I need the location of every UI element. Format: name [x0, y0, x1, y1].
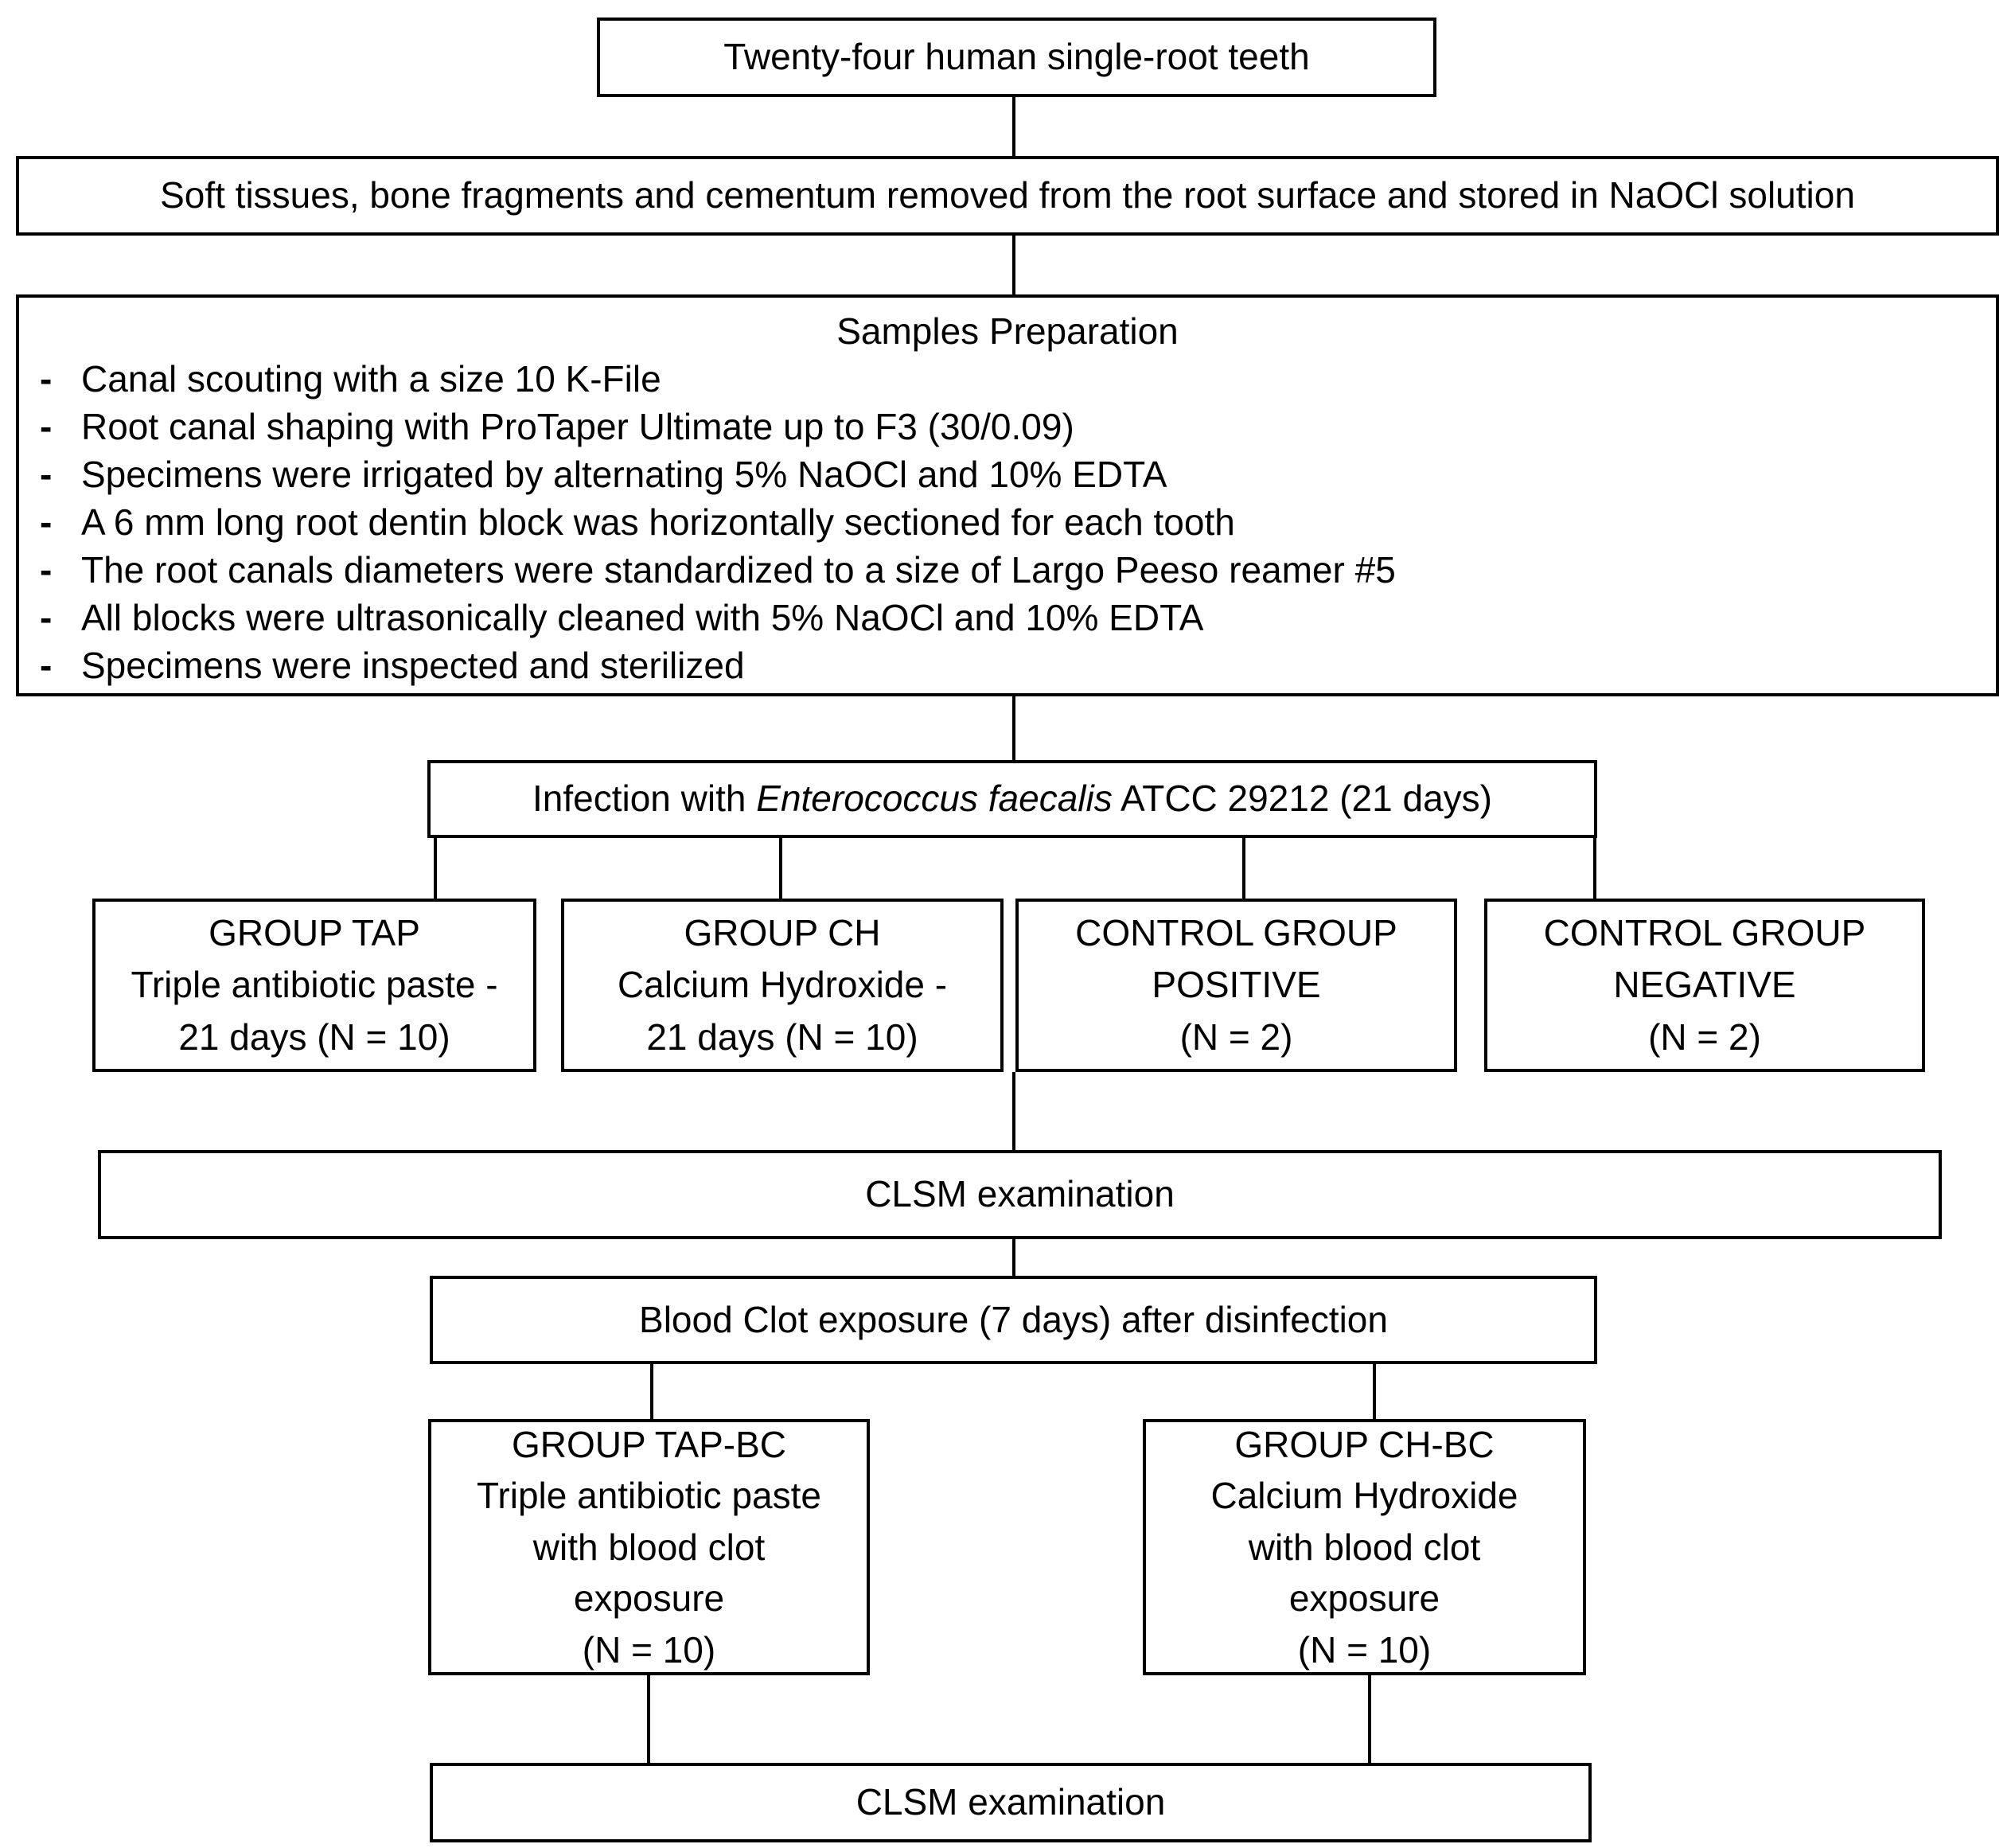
flow-box-infection: Infection with Enterococcus faecalis ATC…	[427, 760, 1597, 838]
flow-box-group-ch: GROUP CH Calcium Hydroxide - 21 days (N …	[561, 899, 1004, 1072]
group-line: with blood clot	[1248, 1526, 1481, 1568]
connector-line	[434, 838, 437, 899]
group-line: (N = 2)	[1179, 1016, 1293, 1058]
bullet-item: - A 6 mm long root dentin block was hori…	[19, 498, 1996, 546]
bullet-item: - Root canal shaping with ProTaper Ultim…	[19, 403, 1996, 450]
flow-box-clsm-second: CLSM examination	[430, 1763, 1592, 1842]
group-line: Triple antibiotic paste	[477, 1475, 821, 1517]
bullet-item: - Specimens were inspected and sterilize…	[19, 641, 1996, 689]
group-line: CONTROL GROUP	[1543, 912, 1866, 954]
group-line: exposure	[1288, 1577, 1440, 1620]
flow-box-group-tap-bc-label: GROUP TAP-BC Triple antibiotic paste wit…	[477, 1419, 821, 1675]
flow-box-soft-tissue-label: Soft tissues, bone fragments and cementu…	[160, 174, 1855, 216]
flow-box-blood-clot-label: Blood Clot exposure (7 days) after disin…	[639, 1298, 1388, 1340]
flow-box-group-ch-bc-label: GROUP CH-BC Calcium Hydroxide with blood…	[1210, 1419, 1518, 1675]
bullet-text: Specimens were irrigated by alternating …	[81, 454, 1167, 495]
flow-box-control-negative: CONTROL GROUP NEGATIVE (N = 2)	[1484, 899, 1925, 1072]
group-line: GROUP CH-BC	[1234, 1424, 1495, 1466]
infection-species-italic: Enterococcus faecalis	[756, 778, 1113, 820]
group-line: Triple antibiotic paste -	[131, 964, 498, 1006]
flow-box-control-positive: CONTROL GROUP POSITIVE (N = 2)	[1015, 899, 1457, 1072]
bullet-text: Specimens were inspected and sterilized	[81, 645, 745, 686]
bullet-marker: -	[40, 454, 53, 495]
bullet-text: The root canals diameters were standardi…	[81, 549, 1396, 591]
group-line: GROUP TAP-BC	[511, 1424, 787, 1466]
connector-line	[1593, 838, 1596, 899]
group-line: 21 days (N = 10)	[178, 1016, 450, 1058]
bullet-text: Canal scouting with a size 10 K-File	[81, 358, 661, 400]
flow-box-group-tap-bc: GROUP TAP-BC Triple antibiotic paste wit…	[428, 1419, 870, 1675]
group-line: with blood clot	[532, 1526, 766, 1568]
bullet-item: - Specimens were irrigated by alternatin…	[19, 450, 1996, 498]
connector-line	[1368, 1675, 1371, 1763]
connector-line	[650, 1364, 653, 1419]
group-line: exposure	[573, 1577, 725, 1620]
connector-line	[1242, 838, 1245, 899]
infection-prefix: Infection with	[532, 778, 757, 820]
bullet-marker: -	[40, 597, 53, 638]
connector-line	[647, 1675, 650, 1763]
flow-box-infection-label: Infection with Enterococcus faecalis ATC…	[532, 776, 1492, 822]
flow-box-control-positive-label: CONTROL GROUP POSITIVE (N = 2)	[1075, 907, 1397, 1063]
bullet-item: - Canal scouting with a size 10 K-File	[19, 355, 1996, 403]
bullet-marker: -	[40, 549, 53, 591]
group-line: (N = 10)	[582, 1628, 716, 1671]
group-line: NEGATIVE	[1613, 964, 1796, 1006]
bullet-text: A 6 mm long root dentin block was horizo…	[81, 501, 1235, 543]
group-line: CONTROL GROUP	[1075, 912, 1397, 954]
bullet-marker: -	[40, 645, 53, 686]
flow-box-blood-clot: Blood Clot exposure (7 days) after disin…	[430, 1276, 1597, 1364]
bullet-marker: -	[40, 406, 53, 447]
group-line: Calcium Hydroxide	[1210, 1475, 1518, 1517]
connector-line	[1012, 236, 1015, 294]
group-line: (N = 2)	[1648, 1016, 1761, 1058]
samples-preparation-title: Samples Preparation	[836, 310, 1179, 352]
group-line: 21 days (N = 10)	[646, 1016, 918, 1058]
flow-box-teeth-label: Twenty-four human single-root teeth	[723, 36, 1310, 78]
flow-box-group-tap: GROUP TAP Triple antibiotic paste - 21 d…	[92, 899, 536, 1072]
flow-box-control-negative-label: CONTROL GROUP NEGATIVE (N = 2)	[1544, 907, 1866, 1063]
infection-suffix: ATCC 29212 (21 days)	[1112, 778, 1492, 820]
group-line: Calcium Hydroxide -	[617, 964, 948, 1006]
connector-line	[1012, 1239, 1015, 1276]
connector-line	[779, 838, 782, 899]
flow-box-teeth: Twenty-four human single-root teeth	[597, 18, 1436, 97]
flow-box-samples-preparation: Samples Preparation - Canal scouting wit…	[16, 294, 1999, 696]
flow-box-clsm-first-label: CLSM examination	[865, 1173, 1175, 1215]
bullet-marker: -	[40, 501, 53, 543]
connector-line	[1012, 1072, 1015, 1150]
flow-box-group-ch-bc: GROUP CH-BC Calcium Hydroxide with blood…	[1143, 1419, 1586, 1675]
connector-line	[1012, 97, 1015, 156]
flow-box-soft-tissue: Soft tissues, bone fragments and cementu…	[16, 156, 1999, 236]
group-line: GROUP CH	[684, 912, 881, 954]
flow-box-group-ch-label: GROUP CH Calcium Hydroxide - 21 days (N …	[618, 907, 947, 1063]
group-line: POSITIVE	[1152, 964, 1321, 1006]
bullet-marker: -	[40, 358, 53, 400]
flow-box-group-tap-label: GROUP TAP Triple antibiotic paste - 21 d…	[131, 907, 497, 1063]
connector-line	[1012, 696, 1015, 760]
bullet-text: Root canal shaping with ProTaper Ultimat…	[81, 406, 1074, 447]
flow-box-clsm-second-label: CLSM examination	[855, 1781, 1166, 1823]
group-line: GROUP TAP	[209, 912, 420, 954]
connector-line	[1373, 1364, 1376, 1419]
bullet-item: - All blocks were ultrasonically cleaned…	[19, 594, 1996, 641]
bullet-text: All blocks were ultrasonically cleaned w…	[81, 597, 1204, 638]
flow-box-clsm-first: CLSM examination	[98, 1150, 1942, 1239]
group-line: (N = 10)	[1297, 1628, 1432, 1671]
bullet-item: - The root canals diameters were standar…	[19, 546, 1996, 594]
